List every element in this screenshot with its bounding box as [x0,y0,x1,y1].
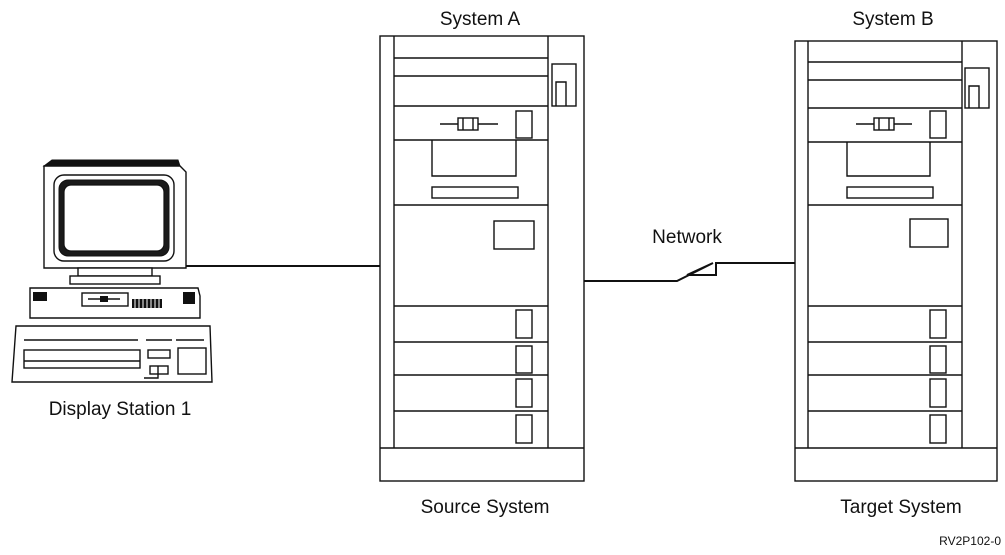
display-station-caption: Display Station 1 [48,399,192,420]
system-b-title: System B [852,9,934,30]
system-b-caption: Target System [840,497,962,518]
network-label: Network [652,227,722,248]
system-a-title: System A [439,9,521,30]
system-a-caption: Source System [420,497,550,518]
system-b-server-icon [794,40,998,482]
figure-id: RV2P102-0 [939,534,1001,548]
display-station-icon [11,159,213,383]
network-connection-line [584,262,795,282]
monitor-stand [77,267,153,277]
system-a-server-icon [379,35,585,482]
